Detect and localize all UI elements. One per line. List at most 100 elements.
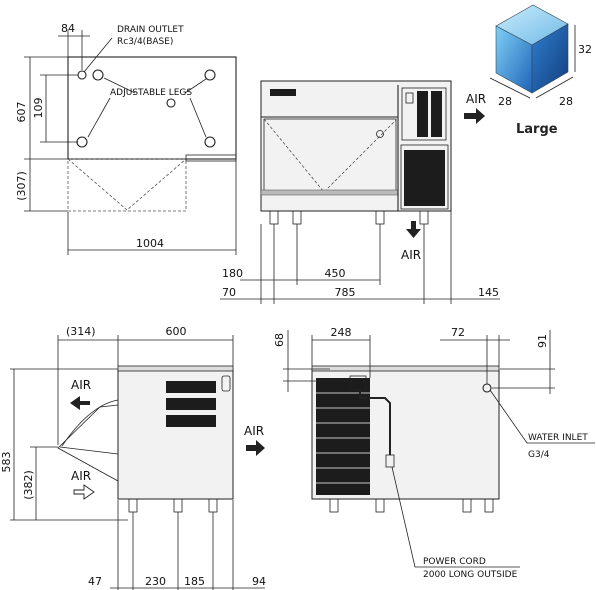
top-view-outline [67,56,237,160]
leg [208,498,218,513]
front-logo-badge [270,89,296,96]
front-view: AIR AIR 180 450 70 785 145 [220,80,500,304]
cube-side-face [531,23,569,94]
cube-height: 32 [578,43,592,56]
side-air-in-label: AIR [71,469,91,483]
front-base-strip [260,189,399,196]
projected-dim: (307) [15,171,28,201]
drain-outlet-spec: Rc3/4(BASE) [117,37,173,47]
drain-outlet-circle [166,98,176,108]
leader-line [184,78,207,94]
adjustable-legs-label: ADJUSTABLE LEGS [110,88,192,98]
leg-circle [204,136,216,148]
leader-line [87,97,111,138]
side-vent [166,398,216,410]
leg-span-dim: 450 [325,267,346,280]
left-offset-dim: 70 [222,286,236,299]
cube-dim-line [489,77,531,99]
rear-grille [316,378,370,495]
water-inlet-label: WATER INLET [528,433,588,443]
body-width-dim: 785 [335,286,356,299]
ice-cube-icon: 28 28 32 Large [489,4,592,137]
rear-top-lip [311,365,500,372]
power-cord-label: POWER CORD [423,557,486,567]
leg [329,498,339,513]
rear-inlet-height-dim: 91 [536,334,549,348]
leg [269,210,279,225]
control-panel-switch [405,92,414,104]
side-handle [221,375,231,392]
side-top-lip [117,365,234,372]
cube-side-a: 28 [498,95,512,108]
left-leg-dim: 180 [222,267,243,280]
side-open-door [57,404,119,482]
power-cord [359,390,391,455]
front-door-swing [263,118,397,193]
leg [419,210,429,225]
leg [484,498,494,513]
air-in-arrow-icon [73,484,95,500]
leg-circle [204,69,216,81]
top-view-projection [67,158,187,212]
cube-side-b: 28 [559,95,573,108]
leader-line [103,77,136,94]
top-view-door-swing [67,158,187,211]
leg-circle [92,69,104,81]
power-cord-box [349,375,367,391]
side-bottom-dim: 230 [145,575,166,588]
cube-dim-line [535,76,574,99]
drain-depth-dim: 109 [32,98,45,119]
drain-offset-dim: 84 [61,22,75,35]
side-overhang-dim: (314) [66,325,96,338]
side-inner-height-dim: (382) [22,470,35,500]
rear-top-offset-dim: 68 [273,333,286,347]
side-bottom-dim: 185 [184,575,205,588]
leg [375,210,385,225]
leg [462,498,472,513]
side-vent [166,415,216,427]
right-offset-dim: 145 [478,286,499,299]
control-panel [401,87,447,141]
power-cord-spec: 2000 LONG OUTSIDE [423,570,518,580]
control-panel-slot [417,91,428,137]
drain-outlet-circle [77,70,87,80]
leader-line [189,97,207,138]
side-view: AIR AIR AIR (314) 600 583 (382) 47 230 1… [0,325,266,590]
side-door-edge [59,446,119,455]
air-side-right-arrow-icon [246,440,265,456]
drain-outlet-label: DRAIN OUTLET [117,25,184,35]
side-open-door-arc [61,399,119,447]
front-door-handle [376,130,384,138]
leg [173,498,183,513]
rear-grille-width-dim: 248 [331,326,352,339]
side-bottom-dim: 47 [88,575,102,588]
top-width-dim: 1004 [136,237,164,250]
air-arrow-down-icon [406,221,421,238]
rear-view: 248 72 68 91 WATER INLET G3/4 POWER CORD… [273,326,595,580]
side-vent [166,381,216,393]
power-cord-leader [391,466,520,568]
air-down-label: AIR [401,248,421,262]
side-depth-dim: 600 [166,325,187,338]
depth-dim: 607 [15,102,28,123]
air-out-arrow-icon [70,396,90,410]
side-air-right-label: AIR [244,424,264,438]
leg-circle [76,136,88,148]
air-arrow-right-icon [464,108,485,124]
side-air-out-label: AIR [71,378,91,392]
leg [375,498,385,513]
top-view-rear-block [185,154,237,162]
power-plug [385,454,395,468]
cube-size-label: Large [516,122,558,137]
front-grille [404,150,445,206]
side-bottom-dim: 94 [252,575,266,588]
water-inlet-leader [489,389,595,444]
front-grille-frame [400,144,449,210]
air-right-label: AIR [466,92,486,106]
side-height-dim: 583 [0,452,13,473]
leg [128,498,138,513]
control-panel-slot [431,91,442,137]
water-inlet-spec: G3/4 [528,450,550,460]
leader-line [83,37,113,73]
